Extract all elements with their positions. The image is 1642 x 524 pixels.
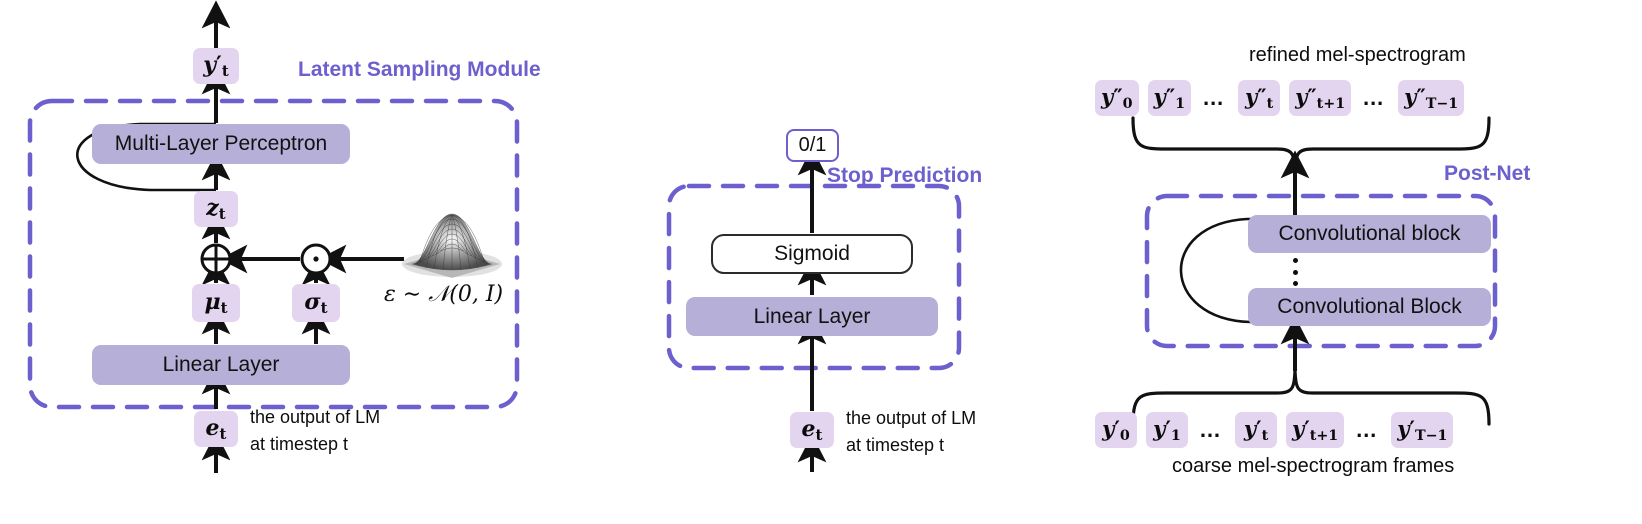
chip-y-prime-t-text: y′t xyxy=(203,51,229,81)
coarse-frame-chip-text: y′1 xyxy=(1153,416,1181,444)
coarse-frame-chip-text: y′t+1 xyxy=(1292,416,1339,444)
latent-input-caption-line1: the output of LM xyxy=(250,407,381,427)
coarse-frame-chip: y′t xyxy=(1235,412,1277,448)
latent-input-caption-line2: at timestep t xyxy=(250,434,349,454)
conv-block-bottom: Convolutional Block xyxy=(1248,288,1491,326)
refined-frames-row: y″0 y″1 … y″t y″t+1 … y″T−1 xyxy=(1095,78,1505,118)
chip-mu-t-text: μt xyxy=(204,288,228,318)
refined-frame-chip-text: y″1 xyxy=(1153,84,1186,112)
refined-mel-caption: refined mel-spectrogram xyxy=(1249,44,1466,66)
chip-e-t-latent-text: et xyxy=(205,414,227,444)
sigmoid-block-label: Sigmoid xyxy=(774,242,850,265)
coarse-frame-chip-text: y′T−1 xyxy=(1397,416,1448,444)
refined-frame-chip-text: y″0 xyxy=(1101,84,1133,112)
chip-z-t-text: zt xyxy=(206,194,226,224)
coarse-frame-chip: y′t+1 xyxy=(1286,412,1345,448)
coarse-frame-chip: y′T−1 xyxy=(1391,412,1454,448)
stop-module-label: Stop Prediction xyxy=(827,164,983,187)
chip-e-t-latent: et xyxy=(194,411,238,447)
refined-frame-chip: y″t+1 xyxy=(1289,80,1352,116)
chip-sigma-t-text: σt xyxy=(304,288,328,318)
stop-output-label: 0/1 xyxy=(798,134,827,156)
mlp-block-label: Multi-Layer Perceptron xyxy=(114,132,328,155)
mul-operator-circle xyxy=(300,243,332,275)
sigmoid-block: Sigmoid xyxy=(711,234,913,274)
refined-frames-brace xyxy=(1131,116,1491,172)
conv-block-top-label: Convolutional block xyxy=(1278,222,1461,245)
coarse-frame-chip-text: y′t xyxy=(1243,416,1269,444)
coarse-frame-ellipsis: … xyxy=(1199,417,1224,442)
refined-frame-chip: y″0 xyxy=(1095,80,1139,116)
refined-frame-chip-text: y″T−1 xyxy=(1404,84,1459,112)
latent-linear-layer-label: Linear Layer xyxy=(162,353,280,376)
postnet-module-label: Post-Net xyxy=(1444,162,1531,185)
mlp-block: Multi-Layer Perceptron xyxy=(92,124,350,164)
stop-input-caption-line2: at timestep t xyxy=(846,435,945,455)
refined-frame-ellipsis: … xyxy=(1362,85,1388,110)
stop-linear-layer-block: Linear Layer xyxy=(686,297,938,336)
add-operator-circle xyxy=(200,243,232,275)
gaussian-surface-icon xyxy=(402,213,502,278)
chip-e-t-stop: et xyxy=(790,412,834,448)
chip-z-t: zt xyxy=(194,191,238,227)
chip-sigma-t: σt xyxy=(292,284,340,322)
stop-input-caption-line1: the output of LM xyxy=(846,408,977,428)
refined-frame-chip: y″T−1 xyxy=(1398,80,1465,116)
coarse-frame-chip-text: y′0 xyxy=(1102,416,1130,444)
conv-blocks-vertical-dots xyxy=(1292,258,1298,286)
coarse-frame-chip: y′0 xyxy=(1095,412,1137,448)
refined-frame-chip: y″1 xyxy=(1147,80,1192,116)
stop-linear-layer-label: Linear Layer xyxy=(753,304,871,328)
refined-frame-ellipsis: … xyxy=(1202,85,1228,110)
conv-block-bottom-label: Convolutional Block xyxy=(1277,295,1462,318)
chip-e-t-stop-text: et xyxy=(801,415,823,445)
stop-output-box: 0/1 xyxy=(786,129,839,162)
latent-linear-layer-block: Linear Layer xyxy=(92,345,350,385)
conv-block-top: Convolutional block xyxy=(1248,215,1491,253)
refined-frame-chip-text: y″t xyxy=(1244,84,1274,112)
chip-mu-t: μt xyxy=(192,284,240,322)
chip-y-prime-t: y′t xyxy=(193,48,239,84)
refined-frame-chip: y″t xyxy=(1238,80,1281,116)
coarse-frame-chip: y′1 xyxy=(1146,412,1188,448)
coarse-frames-row: y′0 y′1 … y′t y′t+1 … y′T−1 xyxy=(1095,410,1505,450)
coarse-frame-ellipsis: … xyxy=(1355,417,1381,442)
stop-module-dashed-box xyxy=(666,183,962,371)
refined-frame-chip-text: y″t+1 xyxy=(1295,84,1346,112)
noise-distribution-formula: ε ∼ 𝒩(0, I) xyxy=(384,282,504,307)
latent-module-label: Latent Sampling Module xyxy=(298,58,541,81)
coarse-mel-caption: coarse mel-spectrogram frames xyxy=(1172,455,1455,477)
